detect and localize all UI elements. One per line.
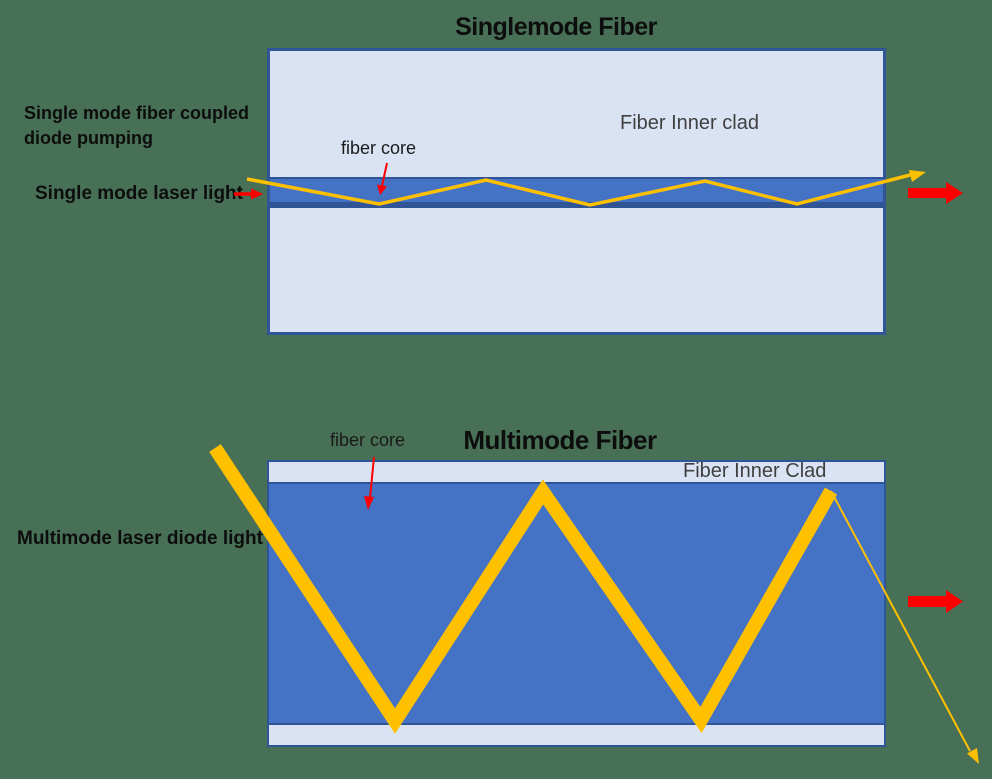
singlemode-pump-label-line1: Single mode fiber coupled bbox=[24, 103, 250, 123]
multimode-output-arrow-icon bbox=[908, 590, 963, 613]
singlemode-pump-label: Single mode fiber coupled diode pumping bbox=[24, 101, 249, 151]
multimode-inner-clad-bottom-strip bbox=[269, 723, 884, 745]
multimode-core-label: fiber core bbox=[330, 430, 406, 450]
multimode-exit-ray-arrowhead-icon bbox=[967, 748, 979, 764]
singlemode-inner-clad-label: Fiber Inner clad bbox=[620, 112, 759, 134]
singlemode-core-label: fiber core bbox=[341, 138, 417, 158]
singlemode-pump-label-line2: diode pumping bbox=[24, 128, 153, 148]
multimode-laser-label: Multimode laser diode light bbox=[17, 528, 263, 549]
singlemode-laser-label: Single mode laser light bbox=[35, 183, 243, 204]
laser-light-pointer-arrow-icon bbox=[251, 188, 263, 200]
singlemode-beam-arrowhead-icon bbox=[909, 170, 926, 182]
singlemode-output-arrow-icon bbox=[908, 182, 963, 204]
singlemode-title: Singlemode Fiber bbox=[455, 13, 657, 41]
multimode-core-box bbox=[267, 460, 886, 747]
singlemode-fiber-core-strip bbox=[270, 177, 883, 208]
multimode-inner-clad-label: Fiber Inner Clad bbox=[683, 460, 827, 482]
